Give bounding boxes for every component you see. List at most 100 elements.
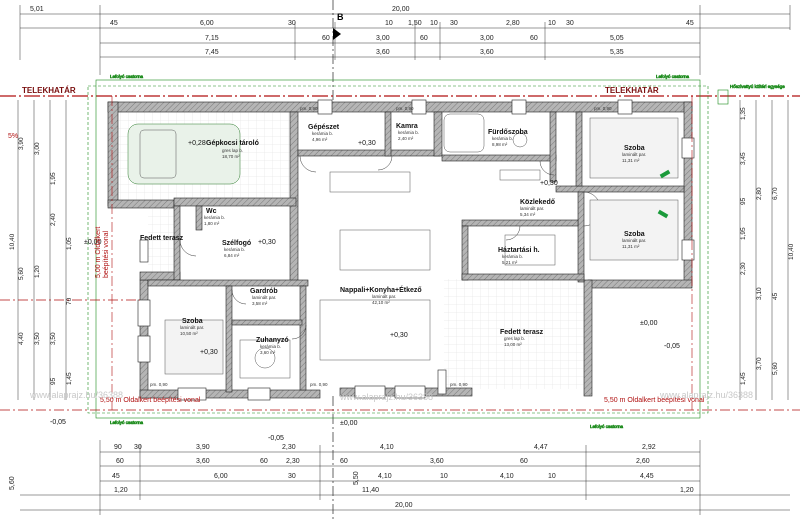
dim-right: 5,60 — [772, 362, 779, 375]
dim-top-r2: 45 — [686, 20, 694, 27]
dim-bottom-r5: 5,60 — [9, 476, 16, 490]
room-area: 42,10 m² — [372, 300, 390, 305]
dim-top-r1-0: 5,01 — [30, 6, 44, 13]
room-area: 8,98 m² — [492, 142, 508, 147]
room-name: Wc — [206, 208, 217, 215]
dim-bottom-r3: 4,10 — [500, 473, 514, 480]
level-mark: +0,30 — [200, 349, 218, 356]
dim-bottom-r3: 30 — [288, 473, 296, 480]
level-mark: +0,30 — [358, 140, 376, 147]
room-area: 6,84 m² — [224, 253, 240, 258]
setback-bl: 5,50 m Oldalkert beépítési vonal — [100, 397, 201, 404]
room-name: Fedett terasz — [140, 235, 184, 242]
dim-right: 10,40 — [788, 243, 795, 260]
gutter-label-bl: Lefolyó csatorna — [110, 420, 144, 425]
dim-top-r1-1: 20,00 — [392, 6, 410, 13]
top-dimension-lines — [19, 5, 791, 75]
dim-right: 2,30 — [740, 262, 747, 275]
dim-bottom-r4: 5,50 — [353, 471, 360, 485]
dim-top-r2: 30 — [450, 20, 458, 27]
room-floor: laminált par. — [622, 238, 646, 243]
dim-bottom-r3: 45 — [112, 473, 120, 480]
watermarks: www.alaprajz.hu/36388 www.alaprajz.hu/36… — [29, 390, 753, 402]
level-mark: +0,30 — [390, 332, 408, 339]
dim-bottom-r2: 2,60 — [636, 458, 650, 465]
dim-bottom-r2: 60 — [116, 458, 124, 465]
dim-left: 1,20 — [34, 265, 41, 278]
plot-boundary: TELEKHATÁR TELEKHATÁR — [0, 86, 800, 97]
room-labels: Gépkocsi tároló gres lap b. 18,70 m² Gép… — [140, 123, 646, 355]
dim-bottom-r1: 2,92 — [642, 444, 656, 451]
room-name: Szoba — [182, 318, 203, 325]
dim-left: 5,60 — [18, 267, 25, 280]
walls — [107, 101, 693, 399]
parapet-marks: pm. 0,90 pm. 0,90 pm. 0,90 pm. 0,90 pm. … — [150, 106, 612, 387]
room-floor: laminált par. — [520, 206, 544, 211]
room-area: 11,31 m² — [622, 244, 640, 249]
dim-top-r4: 3,60 — [376, 49, 390, 56]
dim-top-r2: 30 — [288, 20, 296, 27]
level-marks: +0,28 +0,30 +0,30 +0,30 +0,30 +0,30 ±0,0… — [50, 140, 680, 442]
dim-right: 2,80 — [756, 187, 763, 200]
dim-top-r2: 10 — [548, 20, 556, 27]
dim-top-r2: 10 — [385, 20, 393, 27]
dim-right: 1,45 — [740, 372, 747, 385]
room-name: Kamra — [396, 123, 418, 130]
dim-bottom-r1: 2,30 — [282, 444, 296, 451]
top-dimension-text: 5,01 20,00 45 6,00 30 10 1,50 10 30 2,80… — [30, 6, 694, 56]
eave-outline: Lefolyó csatorna Lefolyó csatorna Lefoly… — [87, 74, 786, 429]
room-floor: kerámia b. — [224, 247, 245, 252]
room-floor: kerámia b. — [260, 344, 281, 349]
dim-top-r2: 30 — [566, 20, 574, 27]
watermark: www.alaprajz.hu/36388 — [659, 390, 753, 400]
dim-bottom-r2: 2,30 — [286, 458, 300, 465]
dim-left: 2,40 — [50, 213, 57, 226]
room-floor: kerámia b. — [398, 130, 419, 135]
dim-top-r3: 7,15 — [205, 35, 219, 42]
dim-left: 70 — [66, 297, 73, 305]
room-name: Nappali+Konyha+Étkező — [340, 285, 422, 294]
dim-left: 3,00 — [34, 142, 41, 155]
gutter-label-tr: Lefolyó csatorna — [656, 74, 690, 79]
dim-left: 4,40 — [18, 332, 25, 345]
dim-bottom-r2: 60 — [520, 458, 528, 465]
pm-mark: pm. 0,90 — [396, 106, 414, 111]
room-floor: gres lap b. — [504, 336, 525, 341]
room-floor: kerámia b. — [492, 136, 513, 141]
watermark: www.alaprajz.hu/36388 — [29, 390, 123, 400]
room-area: 13,00 m² — [504, 342, 522, 347]
setback-notes: 5,00 m Oldalkert beépítési vonal 5,50 m … — [0, 96, 800, 411]
dim-bottom-r1: 4,10 — [380, 444, 394, 451]
room-area: 3,58 m² — [252, 301, 268, 306]
gutter-label-br: Lefolyó csatorna — [590, 424, 624, 429]
dim-top-r2: 10 — [430, 20, 438, 27]
dim-top-r3: 3,00 — [376, 35, 390, 42]
dim-bottom-r1: 4,47 — [534, 444, 548, 451]
room-area: 1,80 m² — [204, 221, 220, 226]
setback-left-2: beépítési vonal — [103, 230, 110, 278]
dim-right: 6,70 — [772, 187, 779, 200]
dim-right: 3,70 — [756, 357, 763, 370]
dim-top-r2: 6,00 — [200, 20, 214, 27]
level-mark: -0,05 — [268, 435, 284, 442]
dim-bottom-r1: 90 — [114, 444, 122, 451]
pm-mark: pm. 0,90 — [594, 106, 612, 111]
dim-bottom-r3: 6,00 — [214, 473, 228, 480]
right-dimension-text: 1,35 3,45 2,80 95 6,70 1,95 2,30 3,10 1,… — [740, 107, 795, 385]
room-floor: laminált par. — [372, 294, 396, 299]
level-mark: +0,28 — [188, 140, 206, 147]
furniture — [127, 113, 679, 379]
dim-bottom-r1: 30 — [134, 444, 142, 451]
room-area: 5,34 m² — [520, 212, 536, 217]
dim-bottom-r3: 10 — [440, 473, 448, 480]
dim-left: 1,45 — [66, 372, 73, 385]
bottom-dimension-text: 90 30 3,90 2,30 4,10 4,47 2,92 60 3,60 6… — [9, 444, 694, 509]
room-area: 11,31 m² — [622, 158, 640, 163]
dim-bottom-r2: 60 — [260, 458, 268, 465]
level-mark: +0,30 — [258, 239, 276, 246]
level-mark: ±0,00 — [84, 239, 102, 246]
setback-left-1: 5,00 m Oldalkert — [95, 227, 102, 278]
room-name: Zuhanyzó — [256, 337, 289, 344]
dim-left: 10,40 — [9, 233, 16, 250]
